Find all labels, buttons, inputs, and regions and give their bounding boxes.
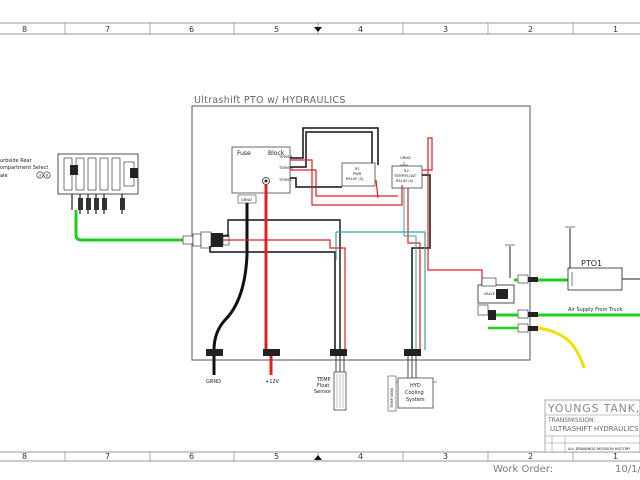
relay-1: R1 PWR RELAY (S) (341, 162, 376, 187)
air-lines (488, 278, 640, 369)
fuse-term-c: TERM C (278, 178, 293, 182)
fuse-block: Fuse Block TERM A TERM B TERM C GRND (231, 146, 293, 204)
hyd-label-3: System (406, 397, 425, 403)
zone-bottom-4: 4 (358, 452, 363, 461)
fuse-grnd-tag: GRND (241, 198, 252, 202)
zone-strip-bottom: 8 7 6 5 4 3 2 1 (0, 451, 640, 462)
temp-label-1: TEMP (316, 377, 331, 383)
hyd-cooling-system: TEMP SENS HYD Cooling System (387, 375, 437, 412)
zone-top-8: 8 (22, 25, 27, 34)
relay2-top: GRND (400, 156, 411, 160)
internal-wiring (209, 127, 483, 351)
zone-strip-top: 8 7 6 5 4 3 2 1 (0, 22, 640, 35)
fuse-block-label-1: Fuse (237, 150, 251, 157)
valve-label: VALVE (484, 292, 496, 296)
diagram-title: Ultrashift PTO w/ HYDRAULICS (194, 95, 346, 106)
work-order-label: Work Order: (493, 464, 553, 475)
zone-bottom-6: 6 (189, 452, 194, 461)
air-supply-label: Air Supply From Truck (568, 307, 622, 313)
relay2-line2: TEMP/FLOAT (393, 174, 417, 178)
zone-bottom-8: 8 (22, 452, 27, 461)
zone-top-3: 3 (443, 25, 448, 34)
pto1-label: PTO1 (581, 259, 602, 268)
temp-label-3: Sensor (314, 389, 332, 395)
relay1-line3: RELAY (S) (346, 177, 364, 181)
zone-top-6: 6 (189, 25, 194, 34)
transmission-value: ULTRASHIFT HYDRAULICS WIRI (550, 425, 640, 433)
relay2-line1: R2 (404, 169, 409, 173)
zone-bottom-3: 3 (443, 452, 448, 461)
zone-bottom-5: 5 (274, 452, 279, 461)
temp-label-2: Float (317, 383, 329, 389)
transmission-label: TRANSMISSION: (547, 417, 596, 424)
zone-top-2: 2 (528, 25, 533, 34)
switch-label-3: ale (0, 173, 8, 179)
zone-top-4: 4 (358, 25, 363, 34)
switch-circle-2: 8 (46, 174, 49, 178)
switch-label-2: ompartment Select (0, 165, 48, 171)
fuse-term-a: TERM A (278, 155, 293, 159)
bottom-grommets (206, 349, 421, 356)
relay2-line3: RELAY (S) (396, 179, 414, 183)
relay1-line1: R1 (355, 167, 360, 171)
zone-top-1: 1 (613, 25, 618, 34)
fuse-block-label-2: Block (268, 150, 285, 157)
switch-label-1: urbside Rear (0, 158, 33, 164)
grnd-label: GRND (206, 379, 221, 385)
plus12v-label: +12V (265, 379, 280, 385)
hyd-label-2: Cooling (405, 390, 424, 396)
pto-cylinder: PTO1 (565, 226, 640, 291)
zone-top-7: 7 (105, 25, 110, 34)
relay-2: GRND R2 TEMP/FLOAT RELAY (S) (391, 156, 423, 189)
pto-valve-assembly: VALVE (477, 244, 538, 333)
zone-bottom-7: 7 (105, 452, 110, 461)
company-name: YOUNGS TANK, INC (547, 402, 640, 415)
left-connector (182, 231, 230, 249)
zone-bottom-1: 1 (613, 452, 618, 461)
fuse-term-b: TERM B (278, 166, 293, 170)
hyd-label-1: HYD (410, 383, 421, 389)
enclosure-box (191, 105, 531, 361)
title-block: YOUNGS TANK, INC TRANSMISSION: ULTRASHIF… (544, 399, 640, 453)
zone-bottom-2: 2 (528, 452, 533, 461)
compartment-select-switch: urbside Rear ompartment Select ale 3 8 (0, 153, 139, 214)
switch-green-wire (74, 210, 183, 242)
relay1-line2: PWR (353, 172, 362, 176)
temp-float-sensor: TEMP Float Sensor (314, 371, 347, 411)
hyd-side-label: TEMP SENS (390, 387, 394, 409)
date-label: 10/1/ (615, 464, 640, 475)
external-bottom-wires (212, 356, 417, 378)
switch-circle-1: 3 (39, 174, 41, 178)
revision-note: ALL DRAWINGS REVISION HISTORY (568, 447, 631, 451)
zone-top-5: 5 (274, 25, 279, 34)
